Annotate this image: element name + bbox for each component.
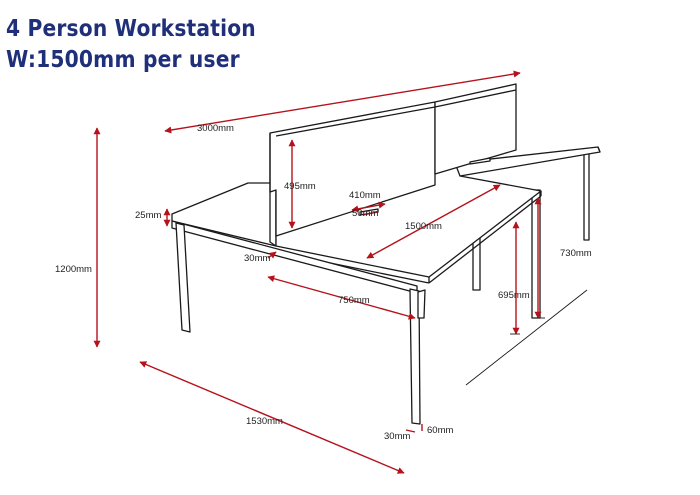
front-left-leg xyxy=(175,222,191,333)
arrow-30-leg xyxy=(405,429,416,433)
label-50: 50mm xyxy=(352,208,378,219)
extension-lines xyxy=(465,289,588,386)
page-title: 4 Person Workstation xyxy=(6,16,256,42)
label-695: 695mm xyxy=(498,290,530,301)
label-60-leg: 60mm xyxy=(427,425,453,436)
label-30-leg: 30mm xyxy=(384,431,410,442)
page-subtitle: W:1500mm per user xyxy=(6,47,240,73)
desk-drawing xyxy=(171,83,601,425)
label-3000: 3000mm xyxy=(197,123,234,134)
arrow-1530 xyxy=(139,361,405,474)
back-legs xyxy=(472,149,590,319)
arrow-3000 xyxy=(164,70,521,134)
arrow-750 xyxy=(267,275,416,320)
label-495: 495mm xyxy=(284,181,316,192)
middle-leg xyxy=(417,289,426,319)
arrow-30-frame xyxy=(267,251,277,259)
label-1530: 1530mm xyxy=(246,416,283,427)
label-1200: 1200mm xyxy=(55,264,92,275)
front-right-leg xyxy=(409,288,421,425)
label-750: 750mm xyxy=(338,295,370,306)
cable-cutout-right xyxy=(469,157,491,165)
label-730: 730mm xyxy=(560,248,592,259)
label-25: 25mm xyxy=(135,210,161,221)
dimension-lines xyxy=(93,70,542,474)
arrow-1500 xyxy=(366,184,501,259)
label-410: 410mm xyxy=(349,190,381,201)
label-30-frame: 30mm xyxy=(244,253,270,264)
dimension-labels: 3000mm 495mm 410mm 50mm 1500mm 25mm 30mm… xyxy=(55,123,592,442)
label-1500: 1500mm xyxy=(405,221,442,232)
